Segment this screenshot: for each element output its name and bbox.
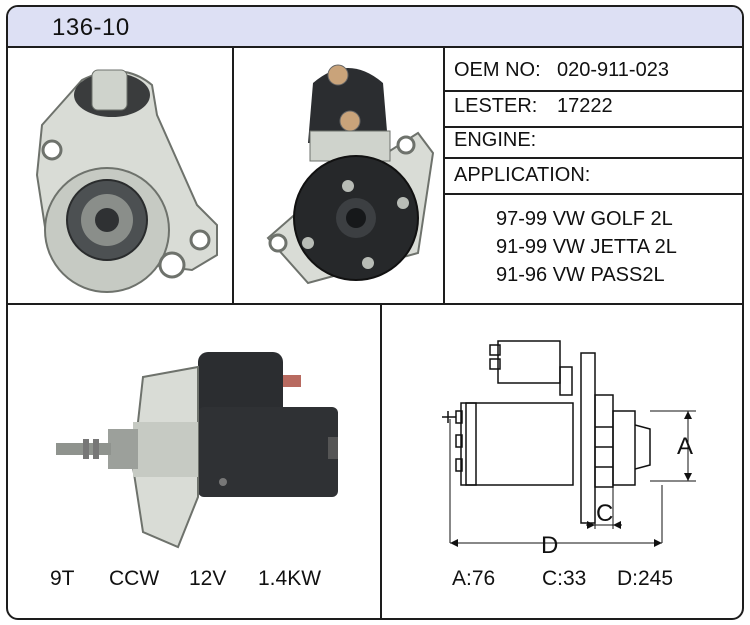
info-row-divider-1 xyxy=(443,90,742,92)
divider-vertical-2 xyxy=(443,46,445,305)
info-row-divider-2 xyxy=(443,126,742,128)
engine-label: ENGINE: xyxy=(454,129,537,151)
divider-horizontal-middle xyxy=(8,303,742,305)
info-row-divider-4 xyxy=(443,193,742,195)
spec-teeth: 9T xyxy=(50,567,75,590)
dimension-drawing: A C D xyxy=(442,340,696,559)
spec-voltage: 12V xyxy=(189,567,227,590)
model-number: 136-10 xyxy=(52,14,130,41)
oem-label: OEM NO: xyxy=(454,59,541,81)
info-row-divider-3 xyxy=(443,157,742,159)
divider-vertical-1 xyxy=(232,46,234,305)
dim-value-c: C:33 xyxy=(542,567,587,590)
application-label: APPLICATION: xyxy=(454,164,591,186)
application-line-1: 97-99 VW GOLF 2L xyxy=(496,208,673,230)
spec-rotation: CCW xyxy=(109,567,160,590)
lester-label: LESTER: xyxy=(454,95,538,117)
starter-front-photo xyxy=(35,69,218,293)
dim-value-d: D:245 xyxy=(617,567,674,590)
oem-value: 020-911-023 xyxy=(557,59,669,81)
lester-value: 17222 xyxy=(557,95,613,117)
divider-vertical-bottom xyxy=(380,303,382,618)
dim-label-a: A xyxy=(677,433,693,460)
application-line-3: 91-96 VW PASS2L xyxy=(496,264,665,286)
dim-label-d: D xyxy=(541,532,558,559)
product-card: 136-10 OEM NO: 020-911-023 LESTER: 17222… xyxy=(6,5,744,620)
spec-power: 1.4KW xyxy=(258,567,322,590)
dim-value-a: A:76 xyxy=(452,567,496,590)
dim-label-c: C xyxy=(596,500,613,527)
title-bar: 136-10 xyxy=(8,7,742,48)
starter-rear-photo xyxy=(266,64,435,285)
starter-side-photo xyxy=(56,352,338,549)
application-line-2: 91-99 VW JETTA 2L xyxy=(496,236,677,258)
